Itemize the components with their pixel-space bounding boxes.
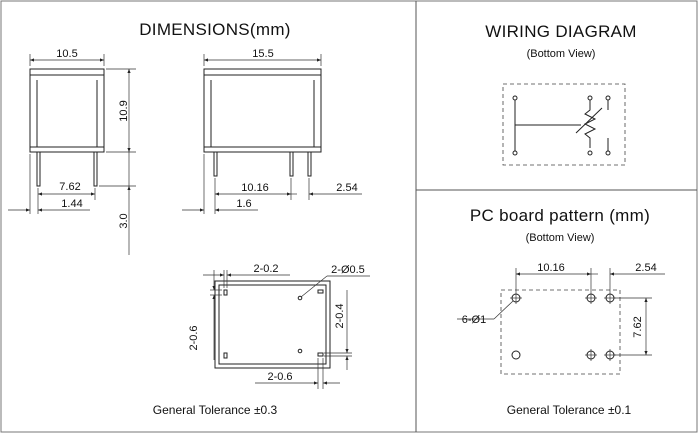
dimensions-title: DIMENSIONS(mm) <box>139 20 291 39</box>
dim-front-pin-spacing: 10.16 <box>241 182 269 194</box>
pcb-dim-spacing-v: 7.62 <box>632 316 644 337</box>
dim-pin-length: 3.0 <box>118 213 130 228</box>
dim-height: 10.9 <box>118 100 130 121</box>
dim-bottom-left-height: 2-0.6 <box>188 325 200 350</box>
front-view-relay: 15.5 10.16 2.54 1.6 <box>182 48 362 214</box>
pcb-subtitle: (Bottom View) <box>526 232 595 244</box>
pcb-title: PC board pattern (mm) <box>470 206 650 225</box>
dim-bottom-pad-width: 2-0.2 <box>253 263 278 275</box>
dim-front-pin-offset: 1.6 <box>236 198 251 210</box>
dimensions-panel: DIMENSIONS(mm) 10.5 10.9 3.0 <box>8 20 370 417</box>
dim-bottom-right-height: 2-0.4 <box>334 303 346 328</box>
pcb-panel: PC board pattern (mm) (Bottom View) <box>457 206 665 417</box>
dimensions-tolerance: General Tolerance ±0.3 <box>153 403 278 417</box>
dim-front-width: 15.5 <box>252 48 273 60</box>
pcb-tolerance: General Tolerance ±0.1 <box>507 403 632 417</box>
wiring-panel: WIRING DIAGRAM (Bottom View) <box>485 22 637 166</box>
wiring-title: WIRING DIAGRAM <box>485 22 637 41</box>
pcb-dim-spacing-h: 10.16 <box>537 262 565 274</box>
dim-side-width: 10.5 <box>56 48 77 60</box>
pcb-footprint: 10.16 2.54 7.62 6-Ø1 <box>457 262 665 375</box>
pcb-dim-pitch: 2.54 <box>635 262 656 274</box>
bottom-view-relay: 2-0.2 2-Ø0.5 2-0.6 2-0.4 2-0.6 <box>188 263 370 389</box>
dim-bottom-pad-bottom: 2-0.6 <box>267 371 292 383</box>
wiring-schematic <box>502 83 626 166</box>
pcb-dim-hole-dia: 6-Ø1 <box>462 314 486 326</box>
wiring-subtitle: (Bottom View) <box>527 48 596 60</box>
side-view-relay: 10.5 10.9 3.0 7.62 1.44 <box>8 48 136 255</box>
dim-front-pin-pitch: 2.54 <box>336 182 357 194</box>
dim-bottom-hole-dia: 2-Ø0.5 <box>331 264 365 276</box>
dim-side-pin-offset: 1.44 <box>61 198 82 210</box>
dim-side-pin-spacing: 7.62 <box>59 181 80 193</box>
